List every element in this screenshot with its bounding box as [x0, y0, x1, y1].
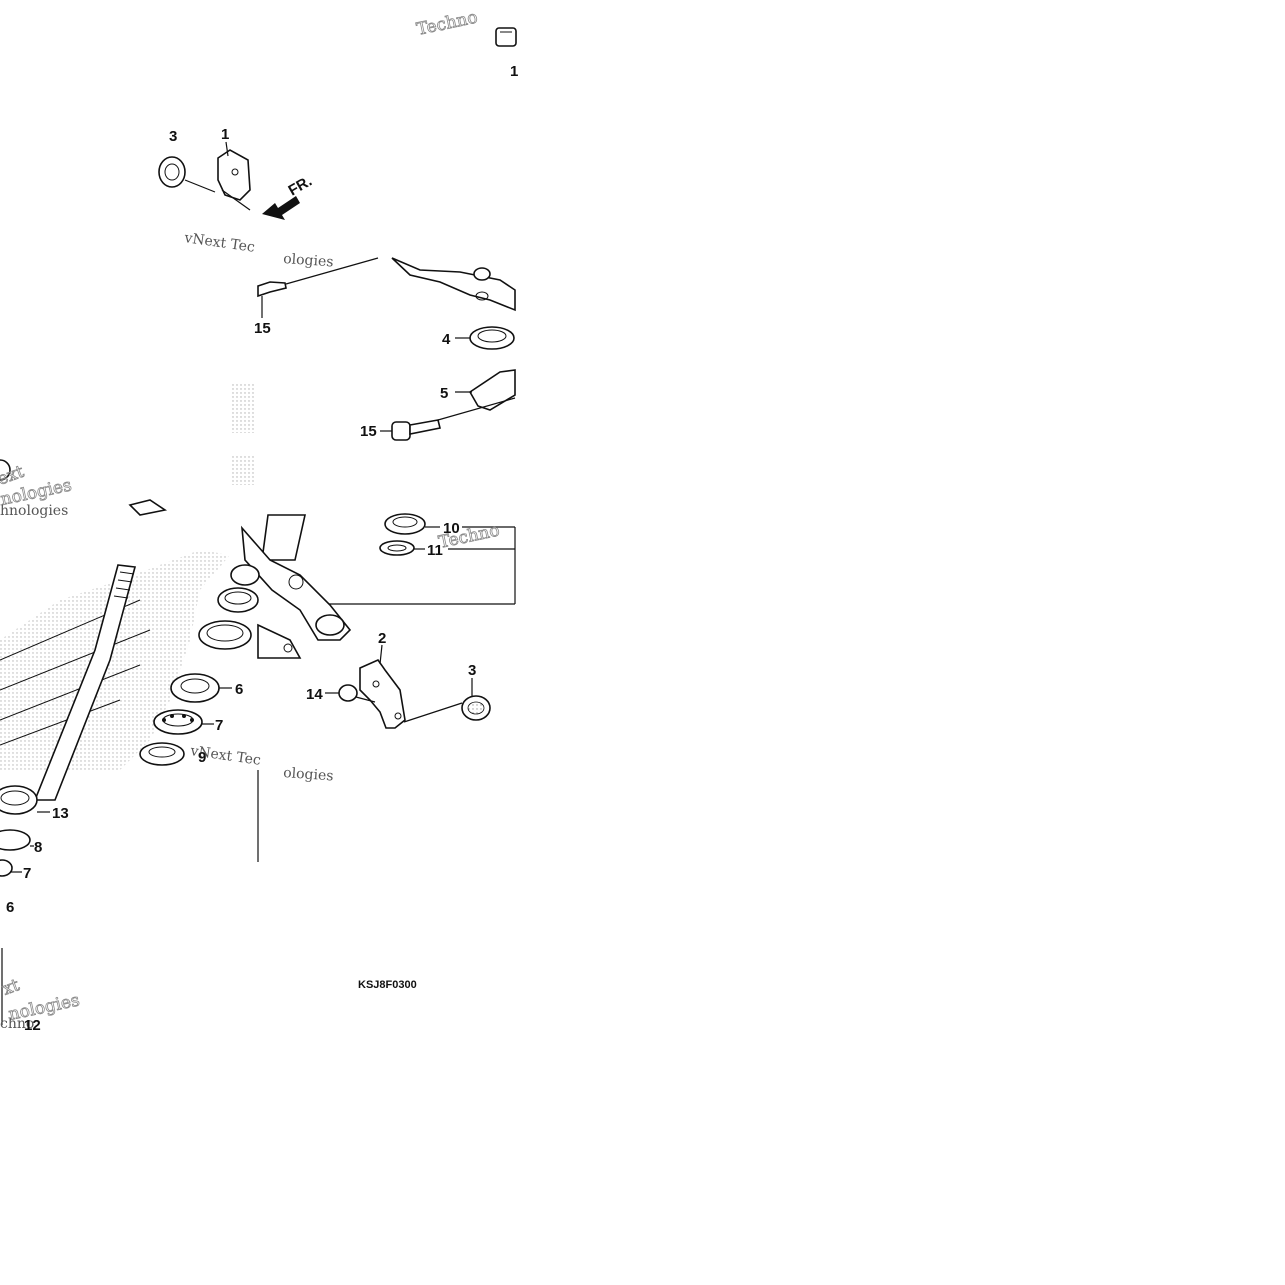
- nut-part-14: [325, 684, 376, 703]
- callout-1: 1: [221, 126, 229, 143]
- watermark: xt: [0, 975, 22, 999]
- watermark: ologies: [283, 765, 334, 784]
- callout-7-upper: 7: [215, 717, 223, 734]
- callout-10: 10: [443, 520, 460, 537]
- callout-2: 2: [378, 630, 386, 647]
- ring-part-4: [455, 326, 515, 350]
- partial-parts-left: [0, 459, 168, 516]
- bearing-part-7-upper: [153, 709, 214, 735]
- washer-part-11: [320, 527, 516, 605]
- bearing-stack: [198, 564, 260, 650]
- callout-15-lower: 15: [360, 423, 377, 440]
- callout-13: 13: [52, 805, 69, 822]
- watermark: chno: [0, 1016, 34, 1032]
- watermark: Techno: [415, 7, 480, 39]
- callout-8: 8: [34, 839, 42, 856]
- front-direction-arrow: FR.: [262, 173, 315, 220]
- callout-6-upper: 6: [235, 681, 243, 698]
- watermark: hnologies: [0, 503, 68, 519]
- bolt-part-15-lower: [380, 419, 441, 441]
- arm-part-5: [437, 369, 516, 421]
- direction-label: FR.: [286, 173, 315, 200]
- callout-5: 5: [440, 385, 448, 402]
- callout-14: 14: [306, 686, 323, 703]
- small-nut-top: [495, 27, 517, 47]
- lower-stack: [0, 785, 50, 877]
- diagram-code: KSJ8F0300: [358, 979, 417, 991]
- watermarks: Techno vNext Tec ologies ext nologies hn…: [0, 7, 502, 1032]
- callout-12: 12: [24, 1017, 41, 1034]
- cap-part-upper: [158, 156, 216, 193]
- callout-4: 4: [442, 331, 451, 348]
- seal-part-6-upper: [170, 673, 232, 703]
- callout-1-top: 1: [510, 63, 518, 80]
- steering-stem-shaft: [33, 564, 137, 801]
- bearing-part-10: [384, 513, 515, 535]
- callout-3-lower: 3: [468, 662, 476, 679]
- brand-wing-logo: [0, 383, 256, 770]
- bracket-part-2: [359, 644, 406, 729]
- watermark: ologies: [283, 251, 334, 270]
- callout-6-lower: 6: [6, 899, 14, 916]
- callouts: 1 1 3 15 4 5 15 10 11 2 3 14 6 7 9 13 8 …: [6, 63, 518, 1034]
- callout-11: 11: [427, 542, 443, 559]
- top-bridge: [285, 257, 516, 312]
- callout-7-lower: 7: [23, 865, 31, 882]
- bolt-part-15-upper: [257, 281, 287, 318]
- callout-9: 9: [198, 749, 206, 766]
- race-part-9: [139, 742, 185, 766]
- bracket-part-1: [217, 141, 251, 211]
- callout-15-upper: 15: [254, 320, 271, 337]
- watermark: vNext Tec: [182, 230, 255, 256]
- cap-part-lower: [403, 678, 491, 723]
- steering-stem-bracket: [240, 514, 352, 659]
- callout-3: 3: [169, 128, 177, 145]
- leader-frame: [1, 770, 259, 1025]
